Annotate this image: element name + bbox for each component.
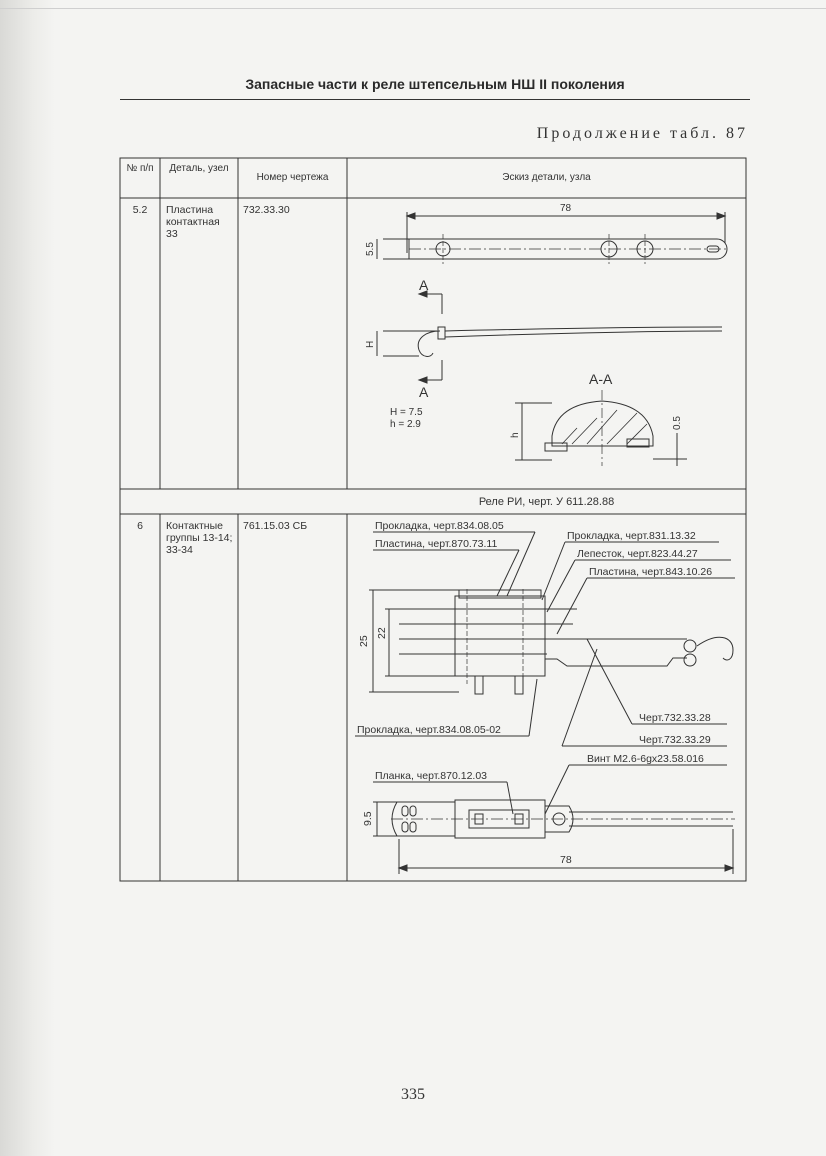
- value-H: H = 7.5: [390, 407, 423, 418]
- sketch-contact-plate: 78 5.5 А А H А-А H = 7.5 h = 2.9 h 0.5: [365, 203, 728, 466]
- callout: Прокладка, черт.831.13.32: [567, 530, 696, 542]
- callout: Пластина, черт.870.73.11: [375, 538, 497, 550]
- callout: Черт.732.33.29: [639, 734, 711, 746]
- header-sketch: Эскиз детали, узла: [502, 172, 591, 183]
- row-part: Пластина контактная 33: [166, 204, 220, 240]
- callout: Планка, черт.870.12.03: [375, 770, 487, 782]
- page-number: 335: [401, 1086, 425, 1103]
- header-part: Деталь, узел: [169, 163, 229, 174]
- section-mark-bottom: А: [419, 384, 429, 400]
- header-num: № п/п: [126, 163, 154, 174]
- running-head: Запасные части к реле штепсельным НШ II …: [245, 76, 625, 92]
- dim-length: 78: [560, 203, 572, 214]
- dim-0-5: 0.5: [672, 416, 683, 430]
- dim-78: 78: [560, 854, 572, 866]
- section-row: Реле РИ, черт. У 611.28.88: [478, 496, 615, 508]
- dim-H: H: [365, 341, 376, 348]
- header-rule: [120, 99, 750, 100]
- callout: Пластина, черт.843.10.26: [589, 566, 712, 578]
- dim-22: 22: [376, 627, 388, 639]
- value-h: h = 2.9: [390, 419, 421, 430]
- callout: Прокладка, черт.834.08.05-02: [357, 724, 501, 736]
- scan-edge: [0, 8, 826, 9]
- row-num: 5.2: [132, 204, 148, 216]
- callout: Черт.732.33.28: [639, 712, 711, 724]
- dim-9-5: 9.5: [362, 811, 374, 826]
- row-drawing: 732.33.30: [243, 204, 290, 216]
- header-drawing: Номер чертежа: [256, 172, 329, 183]
- section-mark-top: А: [419, 277, 429, 293]
- sketch-contact-groups: Прокладка, черт.834.08.05 Пластина, черт…: [355, 520, 735, 874]
- row-part: Контактные группы 13-14; 33-34: [166, 520, 233, 556]
- section-title: А-А: [589, 371, 613, 387]
- callout: Винт М2.6-6gх23.58.016: [587, 753, 704, 765]
- dim-25: 25: [358, 635, 370, 647]
- callout: Прокладка, черт.834.08.05: [375, 520, 504, 532]
- scan-shadow: [0, 0, 55, 1156]
- row-num: 6: [137, 520, 143, 532]
- row-drawing: 761.15.03 СБ: [243, 520, 308, 532]
- dim-small-h: h: [510, 432, 521, 438]
- callout: Лепесток, черт.823.44.27: [577, 548, 698, 560]
- dim-height: 5.5: [365, 242, 376, 256]
- continuation-label: Продолжение табл. 87: [536, 125, 748, 142]
